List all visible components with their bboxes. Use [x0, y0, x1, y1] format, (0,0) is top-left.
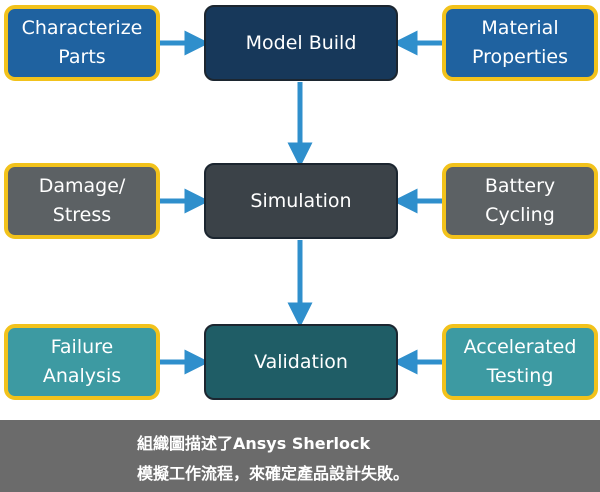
battery-cycling-box: Battery Cycling — [442, 163, 598, 239]
caption-bar: 組織圖描述了Ansys Sherlock 模擬工作流程，來確定產品設計失敗。 — [0, 420, 600, 492]
caption-line-1: 組織圖描述了Ansys Sherlock — [137, 434, 371, 453]
accelerated-testing-box: Accelerated Testing — [442, 324, 598, 400]
model-build-box: Model Build — [204, 5, 398, 81]
validation-box: Validation — [204, 324, 398, 400]
caption-line-2: 模擬工作流程，來確定產品設計失敗。 — [137, 464, 410, 483]
arrow-layer — [160, 30, 442, 375]
workflow-diagram: Characterize Parts Model Build Material … — [4, 5, 598, 400]
damage-stress-box: Damage/ Stress — [4, 163, 160, 239]
simulation-box: Simulation — [204, 163, 398, 239]
failure-analysis-box: Failure Analysis — [4, 324, 160, 400]
material-properties-box: Material Properties — [442, 5, 598, 81]
characterize-parts-box: Characterize Parts — [4, 5, 160, 81]
